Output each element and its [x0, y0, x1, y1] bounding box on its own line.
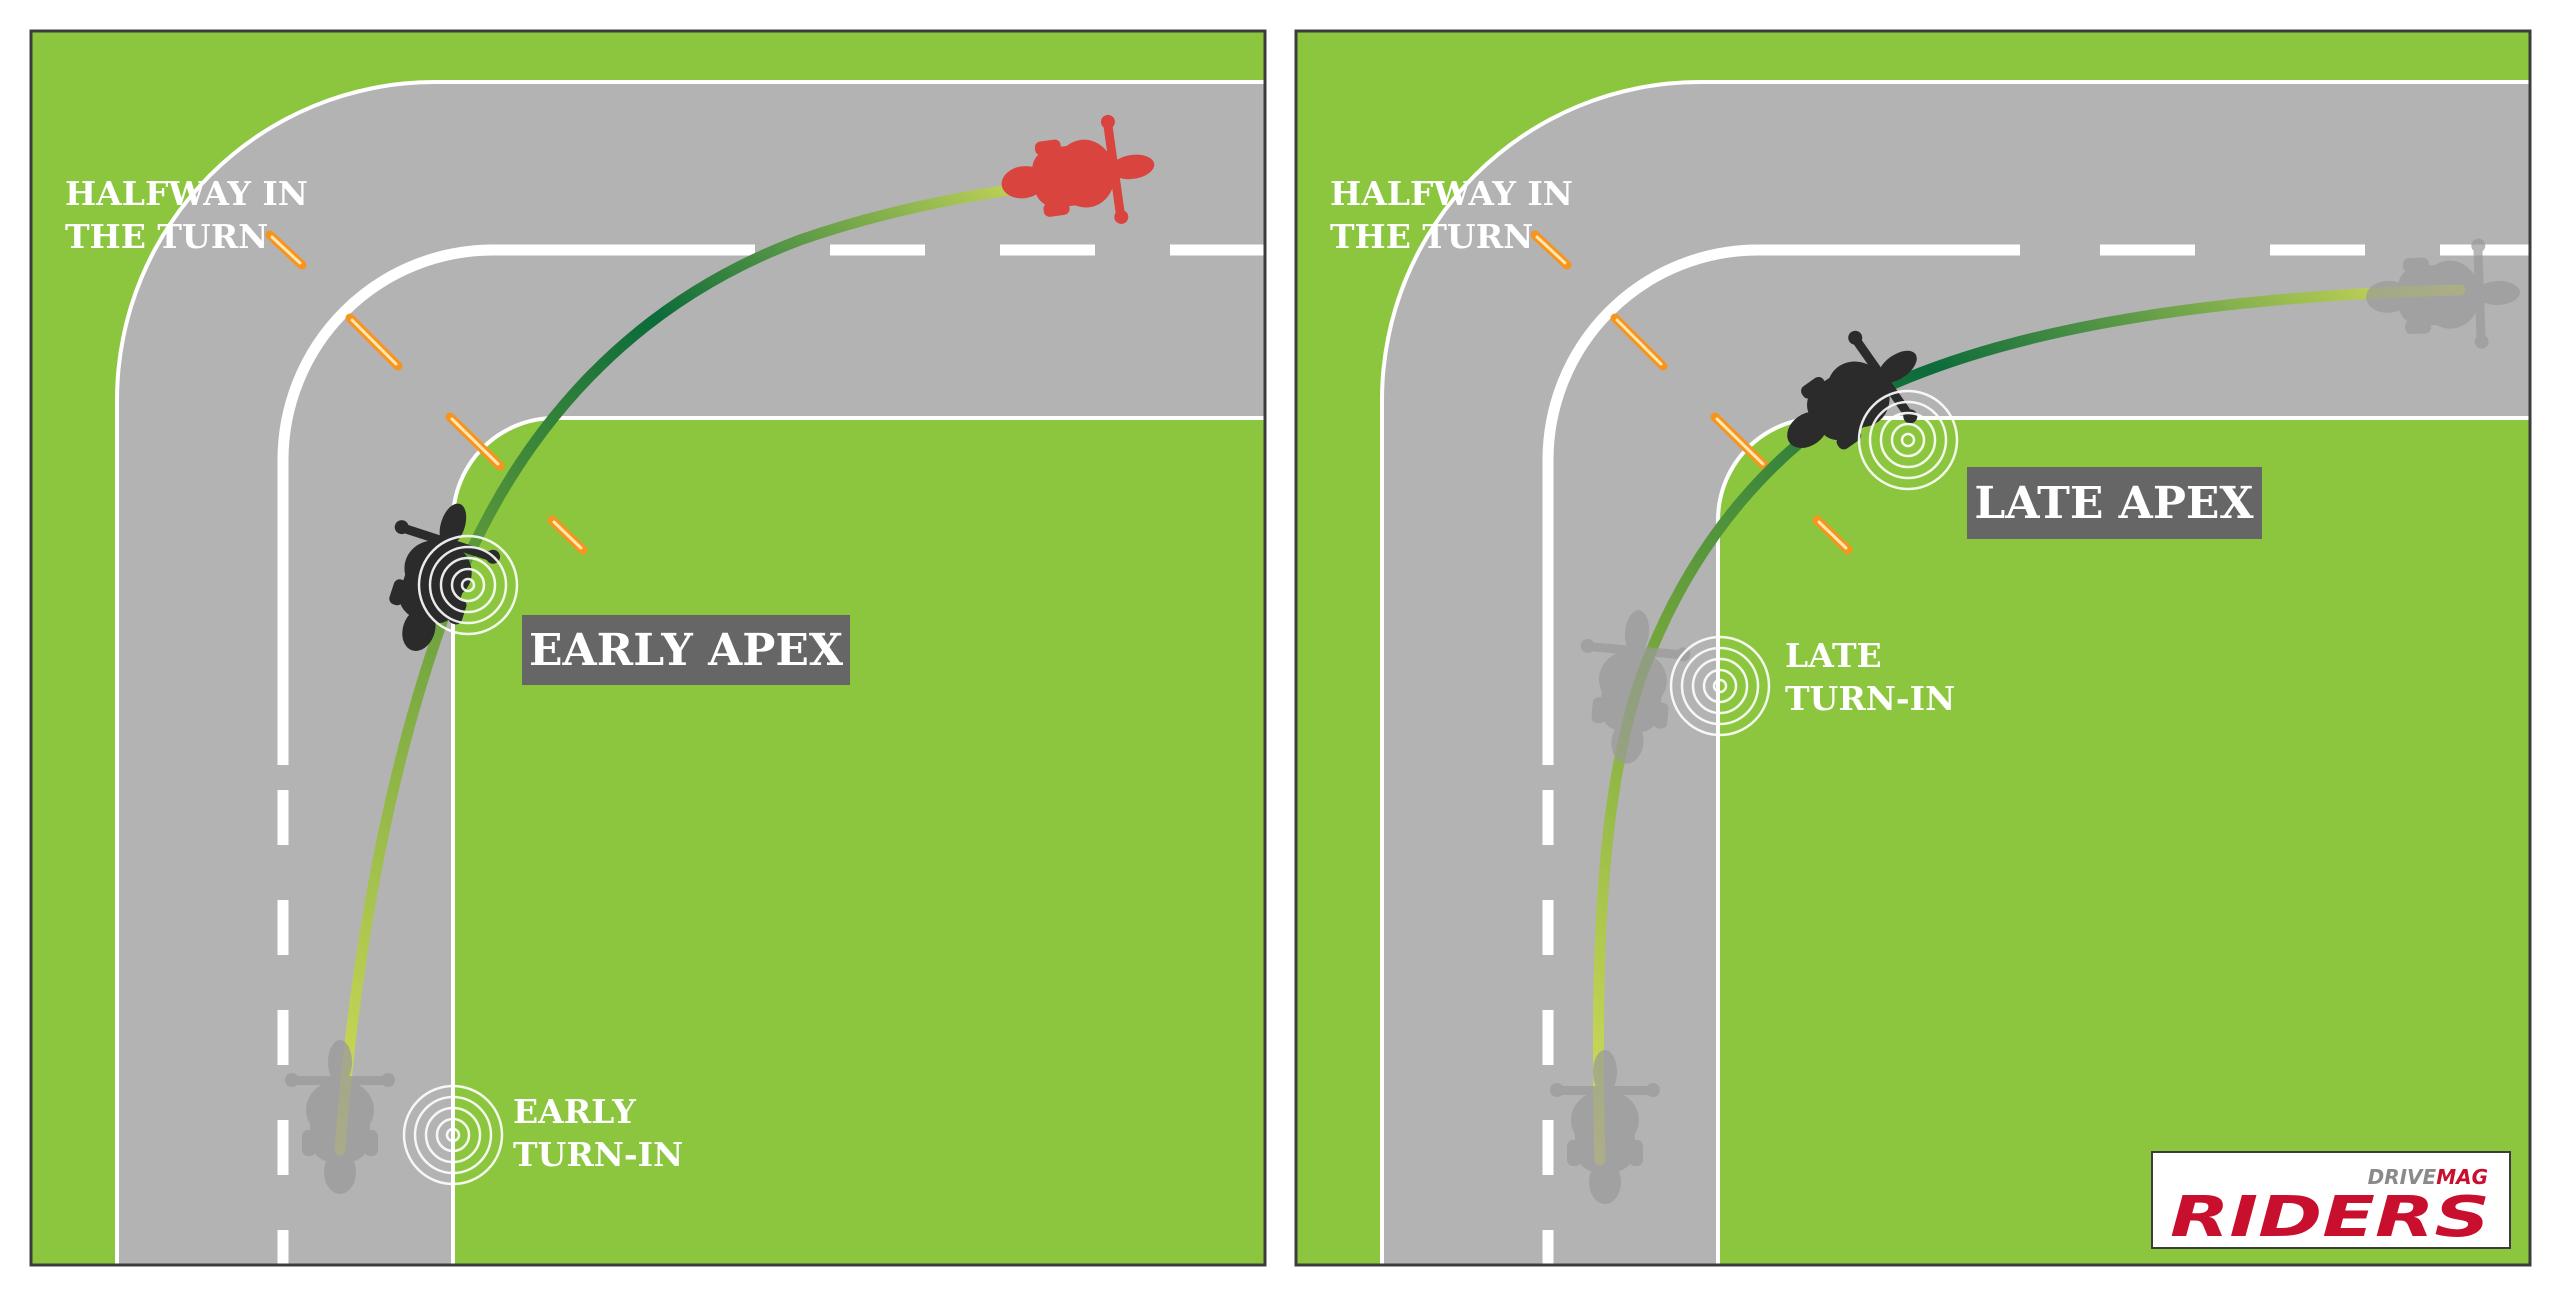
- left-apex-label: EARLY APEX: [529, 625, 844, 676]
- drivemag-riders-logo: DRIVEMAG RIDERS: [2151, 1151, 2511, 1250]
- right-center-solid-line: [1542, 244, 2020, 765]
- left-halfway-label: HALFWAY IN THE TURN: [65, 174, 319, 256]
- right-panel: HALFWAY IN THE TURN LATE APEX LATE TURN-…: [1294, 29, 2532, 1267]
- right-turnin-label: LATE TURN-IN: [1785, 636, 1955, 718]
- right-racing-line: [1592, 284, 2466, 1166]
- right-apex-label-box: [1967, 467, 2262, 539]
- logo-mag-text: MAG: [2436, 1165, 2488, 1189]
- left-turnin-label: EARLY TURN-IN: [513, 1092, 683, 1174]
- right-apex-label: LATE APEX: [1974, 478, 2254, 529]
- right-halfway-label: HALFWAY IN THE TURN: [1330, 174, 1584, 256]
- left-panel-frame: [29, 29, 1267, 1267]
- logo-riders-text: RIDERS: [2170, 1185, 2490, 1250]
- left-road-asphalt: [119, 84, 1265, 1265]
- left-center-solid-line: [277, 244, 755, 765]
- right-panel-frame: [1294, 29, 2532, 1267]
- left-apex-label-box: [522, 615, 850, 685]
- left-panel: HALFWAY IN THE TURN EARLY APEX EARLY TUR…: [29, 29, 1267, 1267]
- right-road-asphalt: [1384, 84, 2530, 1265]
- left-racing-line: [334, 174, 1086, 1156]
- logo-drive-text: DRIVE: [2368, 1165, 2437, 1189]
- svg-text:DRIVEMAG: DRIVEMAG: [2368, 1165, 2488, 1189]
